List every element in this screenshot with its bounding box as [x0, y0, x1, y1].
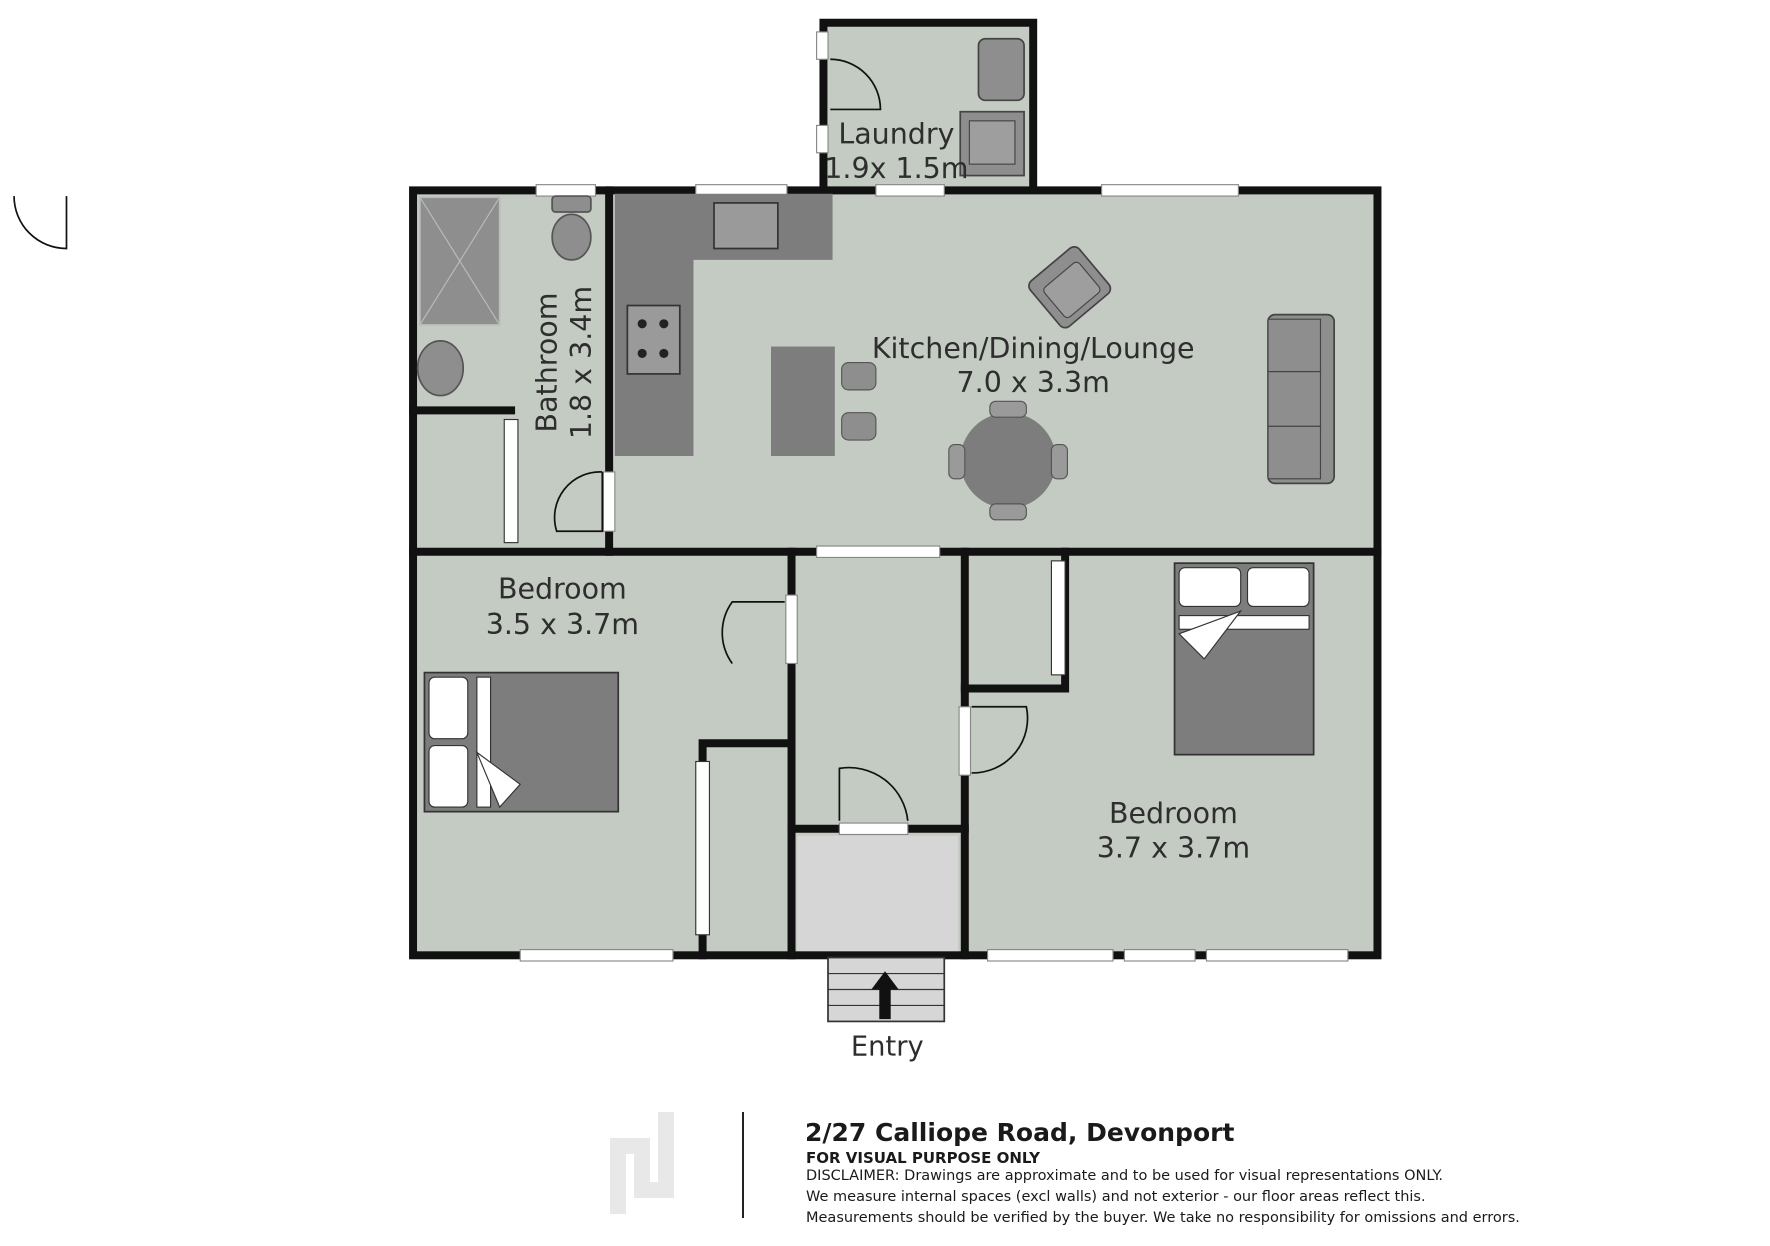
kitchen-bench [614, 193, 833, 456]
openings [519, 31, 1349, 962]
island [771, 346, 835, 456]
entry-label: Entry [851, 1032, 924, 1063]
bathroom-size: 1.8 x 3.4m [565, 286, 598, 439]
cooktop [626, 304, 681, 375]
dining-table [960, 412, 1056, 509]
bedroom1-name: Bedroom [498, 572, 627, 605]
laundry-size: 1.9x 1.5m [824, 152, 968, 185]
bed-bedroom1 [423, 671, 711, 936]
kitchen-name: Kitchen/Dining/Lounge [872, 332, 1195, 365]
toilet [551, 213, 592, 261]
stool [841, 361, 877, 391]
laundry-name: Laundry [838, 118, 954, 151]
bedroom2-size: 3.7 x 3.7m [1097, 831, 1250, 864]
bed-bedroom2 [1050, 560, 1315, 756]
bathroom-name: Bathroom [531, 293, 564, 433]
door-swings [13, 58, 1029, 821]
bedroom1-size: 3.5 x 3.7m [486, 608, 639, 641]
bedroom2-name: Bedroom [1109, 797, 1238, 830]
armchair [1028, 245, 1112, 329]
entry-arrow-icon [871, 971, 899, 1020]
laundry-tub [977, 37, 1025, 102]
stool [841, 412, 877, 441]
entry-steps [827, 956, 946, 1023]
porch-floor [797, 835, 958, 958]
sofa [1267, 313, 1336, 485]
sink [713, 202, 779, 250]
laundry-fixtures [959, 37, 1025, 177]
basin [416, 339, 465, 397]
kitchen-fixtures [614, 193, 1336, 521]
bathroom-fixtures [416, 195, 592, 544]
kitchen-size: 7.0 x 3.3m [957, 366, 1110, 399]
